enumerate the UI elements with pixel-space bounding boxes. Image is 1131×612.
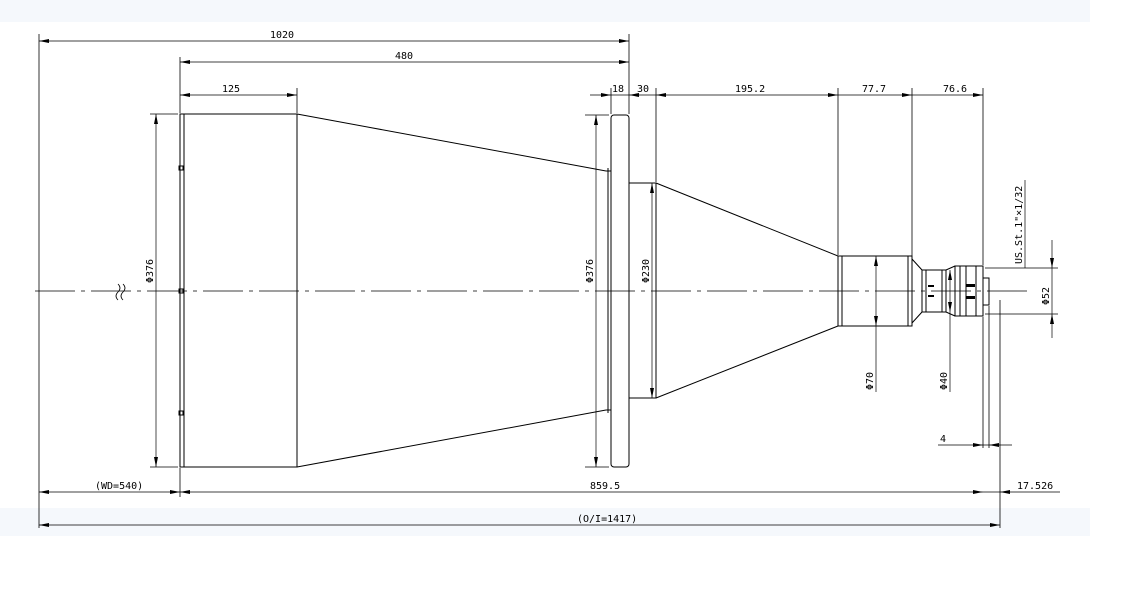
dim-125: 125 xyxy=(222,84,240,95)
lens-body xyxy=(178,113,990,468)
dim-18: 18 xyxy=(612,84,624,95)
dim-dia-230: Φ230 xyxy=(641,259,652,283)
dim-dia-376-front: Φ376 xyxy=(145,259,156,283)
dim-195-2: 195.2 xyxy=(735,84,765,95)
extension-lines xyxy=(38,34,1058,528)
dim-859-5: 859.5 xyxy=(590,481,620,492)
dim-480: 480 xyxy=(395,51,413,62)
top-band xyxy=(0,0,1090,22)
dim-30: 30 xyxy=(637,84,649,95)
dim-17-526: 17.526 xyxy=(1017,481,1053,492)
dim-1020: 1020 xyxy=(270,30,294,41)
dim-dia-40: Φ40 xyxy=(939,372,950,390)
dim-76-6: 76.6 xyxy=(943,84,967,95)
dim-dia-70: Φ70 xyxy=(865,372,876,390)
rear-barrel xyxy=(837,255,913,327)
dim-4: 4 xyxy=(940,434,946,445)
dim-oi: (O/I=1417) xyxy=(577,514,637,525)
dim-dia-376-flange: Φ376 xyxy=(585,259,596,283)
dimension-labels: 1020 480 125 18 30 195.2 77.7 76.6 Φ376 … xyxy=(95,30,1053,525)
bottom-band xyxy=(0,508,1090,536)
dim-dia-52: Φ52 xyxy=(1041,287,1052,305)
dim-77-7: 77.7 xyxy=(862,84,886,95)
break-symbol xyxy=(115,283,126,301)
dim-wd: (WD=540) xyxy=(95,481,143,492)
mount-spec: US.St.1"×1/32 xyxy=(1014,186,1025,264)
front-barrel xyxy=(179,113,298,468)
dimension-lines xyxy=(39,39,1060,527)
diameter-dimension-lines xyxy=(154,114,1054,467)
